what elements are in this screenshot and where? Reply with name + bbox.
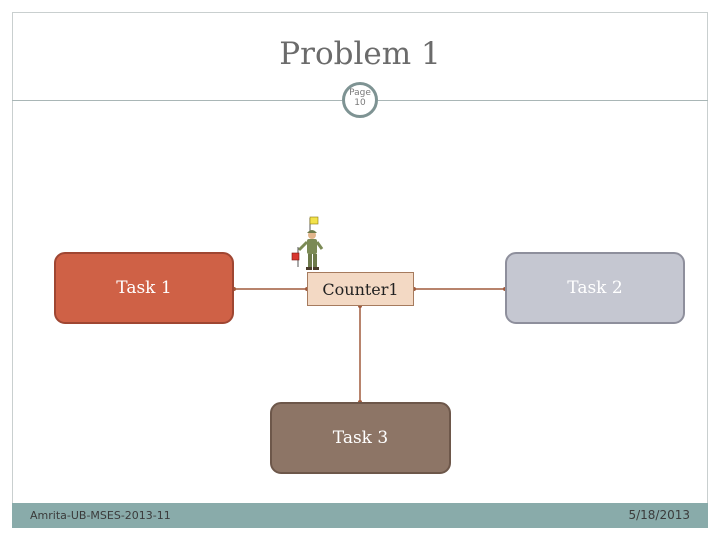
node-counter: Counter1 <box>307 272 414 306</box>
slide-title: Problem 1 <box>279 36 441 72</box>
node-task-3: Task 3 <box>270 402 451 474</box>
title-rule-left <box>12 100 342 101</box>
footer-bar: Amrita-UB-MSES-2013-11 5/18/2013 <box>12 503 708 528</box>
node-task-1: Task 1 <box>54 252 234 324</box>
page-number-badge: Page 10 <box>342 82 378 118</box>
page-number: 10 <box>354 98 366 108</box>
title-rule-right <box>378 100 708 101</box>
footer-course-code: Amrita-UB-MSES-2013-11 <box>30 509 171 522</box>
page-label: Page <box>349 88 371 98</box>
flag-guard-icon <box>291 216 324 270</box>
node-task-2: Task 2 <box>505 252 685 324</box>
footer-date: 5/18/2013 <box>628 508 690 522</box>
